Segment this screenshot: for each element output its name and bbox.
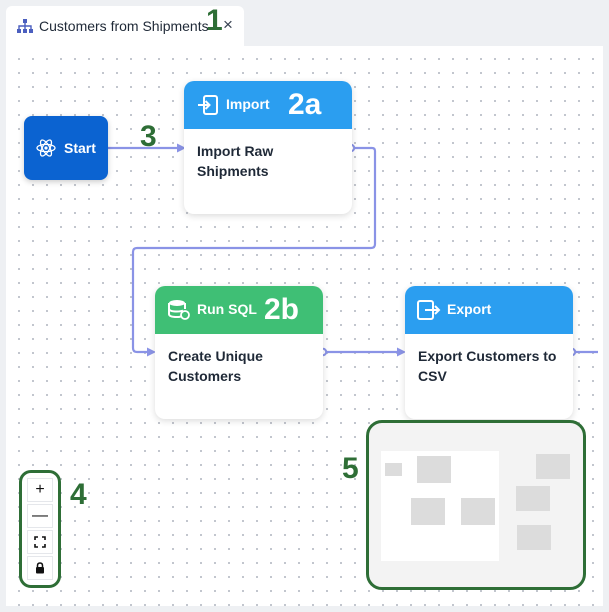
workflow-canvas[interactable]: Start Import Import Raw Shipments Run SQ… bbox=[6, 46, 603, 606]
minimap[interactable] bbox=[366, 420, 586, 590]
node-type-label: Run SQL bbox=[197, 301, 257, 317]
node-type-label: Export bbox=[447, 301, 492, 317]
annotation-1: 1 bbox=[206, 4, 223, 37]
node-run-sql[interactable]: Run SQL Create Unique Customers bbox=[155, 286, 323, 419]
fit-view-icon bbox=[34, 536, 46, 548]
minimap-node bbox=[411, 498, 445, 525]
edge-arrow-import bbox=[177, 143, 186, 153]
canvas-controls: + — bbox=[19, 470, 61, 588]
fit-view-button[interactable] bbox=[27, 530, 53, 554]
node-label: Import Raw Shipments bbox=[197, 143, 274, 179]
node-header-import: Import bbox=[184, 81, 352, 129]
minimap-node bbox=[516, 486, 550, 511]
annotation-4: 4 bbox=[70, 478, 87, 511]
lock-button[interactable] bbox=[27, 556, 53, 580]
database-sync-icon bbox=[168, 300, 190, 320]
node-header-run-sql: Run SQL bbox=[155, 286, 323, 334]
export-icon bbox=[417, 300, 441, 320]
edge-arrow-runsql bbox=[147, 347, 156, 357]
workflow-icon bbox=[17, 19, 33, 33]
annotation-2a: 2a bbox=[288, 88, 322, 121]
node-import[interactable]: Import Import Raw Shipments bbox=[184, 81, 352, 214]
node-header-export: Export bbox=[405, 286, 573, 334]
edge-arrow-export bbox=[397, 347, 406, 357]
tab-title: Customers from Shipments bbox=[39, 18, 209, 34]
node-label: Create Unique Customers bbox=[168, 348, 263, 384]
start-node[interactable]: Start bbox=[24, 116, 108, 180]
tab-bar: Customers from Shipments × 1 bbox=[0, 0, 609, 46]
node-label: Export Customers to CSV bbox=[418, 348, 557, 384]
node-type-label: Import bbox=[226, 96, 270, 112]
node-export[interactable]: Export Export Customers to CSV bbox=[405, 286, 573, 419]
annotation-5: 5 bbox=[342, 452, 359, 485]
atom-icon bbox=[36, 139, 56, 157]
minimap-node bbox=[461, 498, 495, 525]
edge-import-runsql bbox=[131, 146, 377, 354]
import-icon bbox=[198, 95, 218, 115]
minimap-node bbox=[536, 454, 570, 479]
zoom-out-button[interactable]: — bbox=[27, 504, 53, 528]
start-label: Start bbox=[64, 140, 96, 156]
minimap-node bbox=[517, 525, 551, 550]
close-icon[interactable]: × bbox=[223, 15, 233, 34]
minimap-node bbox=[385, 463, 402, 476]
tab-customers-from-shipments[interactable]: Customers from Shipments × bbox=[6, 6, 244, 46]
minimap-node bbox=[417, 456, 451, 483]
zoom-in-button[interactable]: + bbox=[27, 478, 53, 502]
lock-icon bbox=[36, 562, 44, 574]
annotation-3: 3 bbox=[140, 120, 157, 153]
annotation-2b: 2b bbox=[264, 293, 300, 326]
